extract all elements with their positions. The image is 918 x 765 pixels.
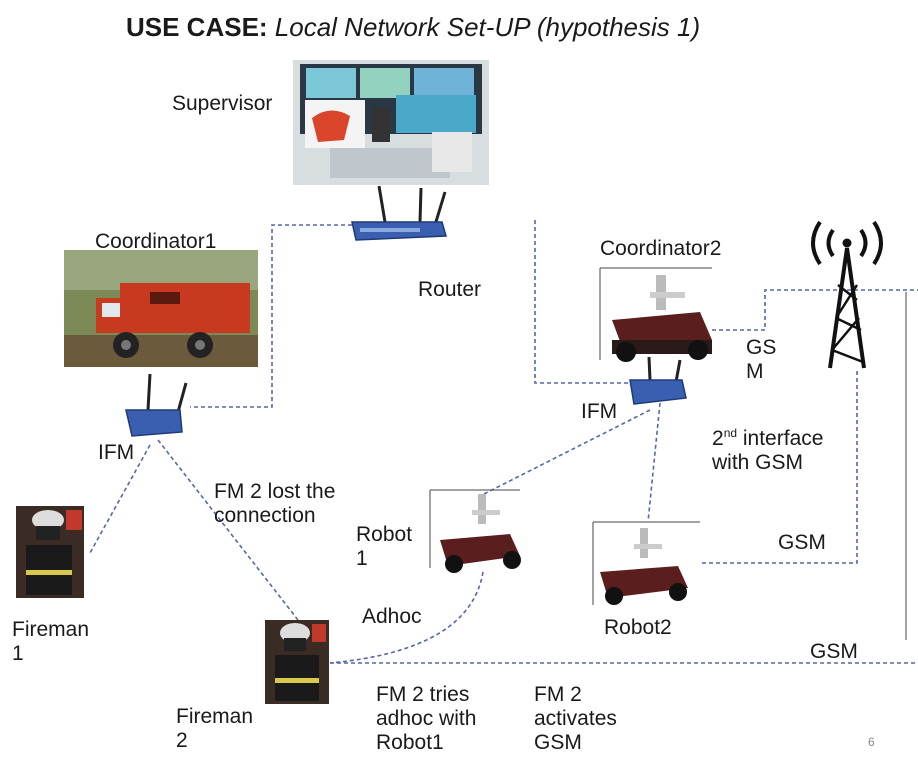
page-title: USE CASE: Local Network Set-UP (hypothes… [126,12,700,43]
label-gsm-robot2: GSM [778,531,826,554]
label-fireman1: Fireman 1 [12,618,90,666]
truck-photo [64,250,258,367]
label-coordinator1: Coordinator1 [95,230,217,253]
label-router: Router [418,278,482,301]
second-interface-suffix: nd [723,426,738,440]
title-bold: USE CASE: [126,12,268,42]
label-ifm-left: IFM [98,441,135,464]
robot2-photo [600,528,688,605]
label-fireman2: Fireman 2 [176,705,254,753]
fireman1-photo [16,506,84,598]
second-interface-number: 2 [712,427,724,450]
title-rest: Local Network Set-UP (hypothesis 1) [267,12,701,42]
link-ifm2-robot2 [647,402,661,523]
link-robot2-gsm [702,368,858,564]
robot1-photo [440,494,521,573]
link-coordinator2-gsm [712,289,918,331]
robot-coordinator2-photo [612,275,712,362]
photo-frames [429,267,907,640]
gsm-tower-icon [811,220,883,369]
ifm-right-router-icon [629,356,687,405]
label-fm2-activates: FM 2 activates GSM [534,683,617,755]
label-robot1: Robot 1 [356,523,413,571]
label-adhoc: Adhoc [362,605,422,628]
label-gsm-bottom: GSM [810,640,858,663]
label-robot2: Robot2 [604,616,672,639]
label-fm2-tries: FM 2 tries adhoc with Robot1 [376,683,477,755]
monitor-photo [293,60,489,185]
link-ifm-fireman2 [157,439,299,621]
page-number: 6 [868,735,875,749]
router-icon [351,185,447,241]
second-interface-text: interface with GSM [712,427,824,475]
label-supervisor: Supervisor [172,92,273,115]
link-robot1-fireman2-adhoc [329,571,484,664]
ifm-left-router-icon [125,373,188,437]
label-ifm-right: IFM [581,400,618,423]
label-second-interface: 2nd interface with GSM [712,426,824,475]
label-gsm-coordinator2: GS M [746,336,777,384]
label-coordinator2: Coordinator2 [600,237,722,260]
link-router-coordinator2 [534,220,628,384]
link-ifm2-robot1 [477,409,651,498]
link-router-coordinator1 [190,224,352,408]
fireman2-photo [265,620,329,704]
label-fm2-lost: FM 2 lost the connection [214,480,336,528]
